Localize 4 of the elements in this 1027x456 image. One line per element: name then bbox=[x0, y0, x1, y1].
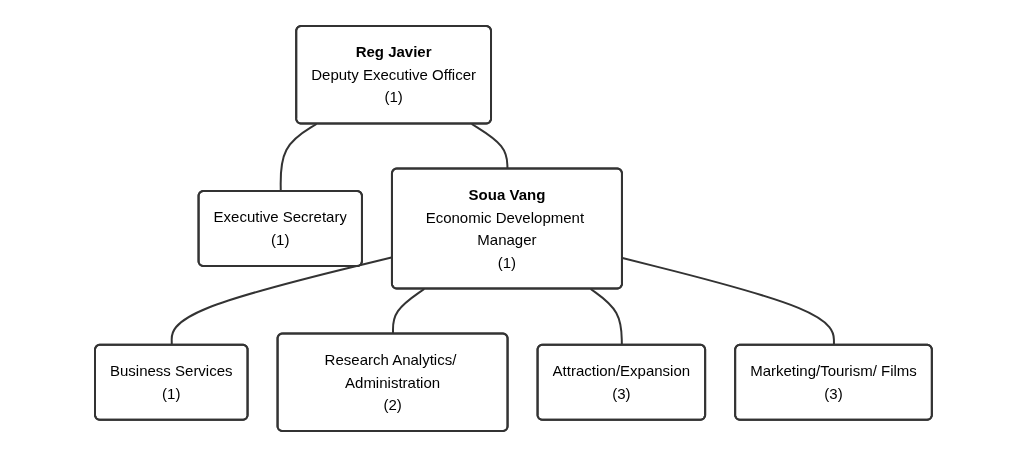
connector bbox=[279, 122, 318, 192]
connector bbox=[392, 287, 426, 335]
connector bbox=[589, 287, 623, 346]
connector bbox=[470, 122, 509, 170]
